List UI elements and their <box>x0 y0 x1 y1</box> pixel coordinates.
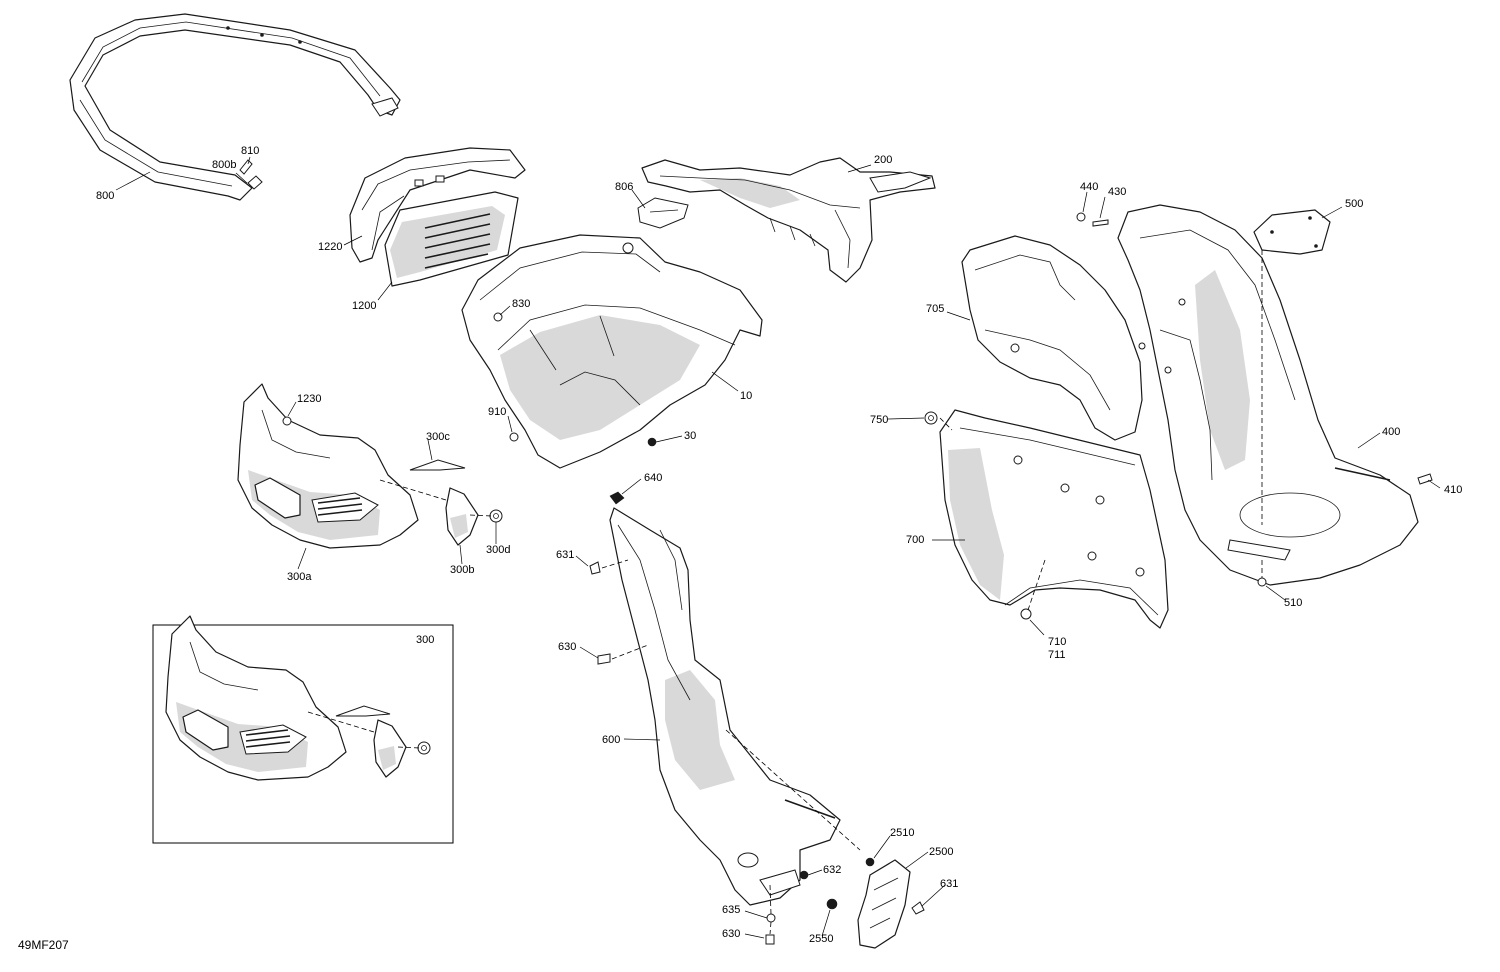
part-806-bracket <box>637 197 689 229</box>
callout-500: 500 <box>1345 198 1363 210</box>
part-500-cover <box>1253 209 1331 255</box>
callout-10: 10 <box>740 390 752 402</box>
callout-300a: 300a <box>287 571 312 583</box>
callout-600: 600 <box>602 734 620 746</box>
part-300d-fastener <box>489 509 503 523</box>
part-1200-grille <box>384 191 519 287</box>
part-200-upper-console <box>641 157 936 283</box>
part-631-screw-a <box>589 561 601 575</box>
inset-300-assembly: 300 <box>152 615 454 844</box>
callout-800b: 800b <box>212 159 236 171</box>
part-810-bolt <box>239 159 263 190</box>
part-700-rear-fender <box>939 409 1169 629</box>
part-705-fender-liner <box>961 235 1146 441</box>
callout-630-b: 630 <box>722 928 740 940</box>
part-600-footwell-panel <box>609 507 841 906</box>
callout-200: 200 <box>874 154 892 166</box>
part-2500-lower-bracket <box>857 859 911 949</box>
part-630-screw-b <box>765 934 775 945</box>
part-300c-deflector <box>409 459 466 471</box>
part-2550-nut <box>826 898 838 910</box>
callout-labels: 800 810 800b 806 200 440 430 500 1220 12… <box>96 145 1462 945</box>
part-800-grab-bar <box>69 13 401 201</box>
callout-830: 830 <box>512 298 530 310</box>
part-910-screw <box>509 432 519 442</box>
part-631-screw-b <box>911 901 925 915</box>
part-440-clip <box>1076 212 1086 222</box>
callout-635: 635 <box>722 904 740 916</box>
part-410-screw <box>1417 473 1433 485</box>
part-10-storage-tub <box>461 234 763 469</box>
leader-lines <box>115 156 1441 939</box>
callout-632: 632 <box>823 864 841 876</box>
callout-300c: 300c <box>426 431 450 443</box>
callout-300d: 300d <box>486 544 510 556</box>
part-300b-side-piece <box>445 487 479 546</box>
callout-631-a: 631 <box>556 549 574 561</box>
assembly-lines <box>379 250 1263 935</box>
callout-640: 640 <box>644 472 662 484</box>
part-300a-front-fascia <box>237 383 419 549</box>
callout-400: 400 <box>1382 426 1400 438</box>
part-430-screw <box>1092 219 1109 227</box>
callout-2550: 2550 <box>809 933 833 945</box>
callout-800: 800 <box>96 190 114 202</box>
callout-910: 910 <box>488 406 506 418</box>
callout-710: 710 <box>1048 636 1066 648</box>
part-635-washer <box>766 913 776 923</box>
part-640-clip <box>609 491 625 505</box>
callout-440: 440 <box>1080 181 1098 193</box>
callout-510: 510 <box>1284 597 1302 609</box>
callout-2510: 2510 <box>890 827 914 839</box>
callout-806: 806 <box>615 181 633 193</box>
callout-410: 410 <box>1444 484 1462 496</box>
callout-430: 430 <box>1108 186 1126 198</box>
part-630-screw-a <box>597 653 611 665</box>
callout-1230: 1230 <box>297 393 321 405</box>
part-400-side-panel <box>1117 204 1419 586</box>
callout-2500: 2500 <box>929 846 953 858</box>
part-1230-screw <box>282 416 292 426</box>
callout-700: 700 <box>906 534 924 546</box>
callout-1220: 1220 <box>318 241 342 253</box>
part-1220-upper-panel <box>349 147 526 263</box>
callout-630-a: 630 <box>558 641 576 653</box>
inset-label: 300 <box>416 634 434 646</box>
part-510-screw <box>1257 577 1267 587</box>
callout-810: 810 <box>241 145 259 157</box>
part-30-nut <box>647 437 657 447</box>
drawing-reference: 49MF207 <box>18 938 69 952</box>
callout-750: 750 <box>870 414 888 426</box>
part-632-nut <box>799 870 809 880</box>
callout-631-b: 631 <box>940 878 958 890</box>
callout-705: 705 <box>926 303 944 315</box>
callout-30: 30 <box>684 430 696 442</box>
fasteners <box>282 212 1433 945</box>
part-750-washer <box>924 411 938 425</box>
callout-711: 711 <box>1048 649 1066 661</box>
callout-1200: 1200 <box>352 300 376 312</box>
part-2510-clip <box>865 857 875 867</box>
callout-300b: 300b <box>450 564 474 576</box>
part-710-nut <box>1020 608 1032 620</box>
